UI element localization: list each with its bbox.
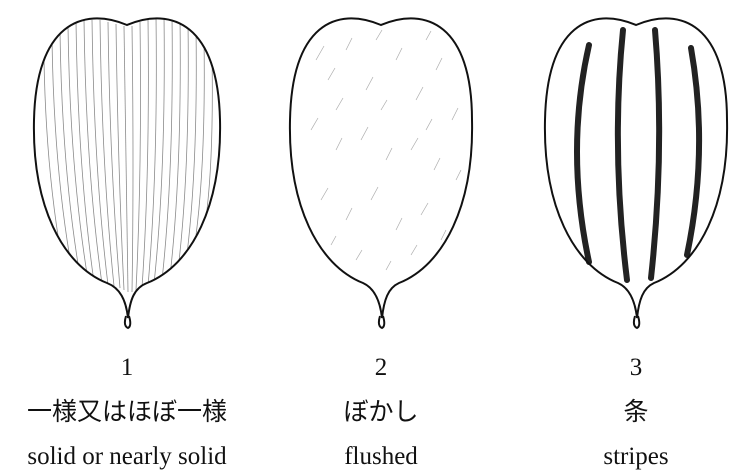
item-number: 1 — [7, 355, 247, 380]
item-number: 2 — [261, 355, 501, 380]
stripe — [577, 45, 589, 262]
stripe — [618, 30, 627, 280]
stripe — [687, 48, 699, 255]
petal-solid-illustration — [22, 0, 232, 340]
petal-flushed-illustration — [276, 0, 486, 340]
item-label-ja: ぼかし — [261, 400, 501, 425]
item-label-ja: 一様又はほぼ一様 — [7, 400, 247, 425]
item-label-en: stripes — [516, 444, 741, 469]
petal-outline — [290, 18, 472, 318]
item-label-en: solid or nearly solid — [7, 444, 247, 469]
item-label-en: flushed — [261, 444, 501, 469]
petal-stripes-illustration — [531, 0, 741, 340]
item-label-ja: 条 — [516, 400, 741, 425]
item-number: 3 — [516, 355, 741, 380]
petal-outline — [34, 18, 220, 318]
stripe — [651, 30, 659, 278]
